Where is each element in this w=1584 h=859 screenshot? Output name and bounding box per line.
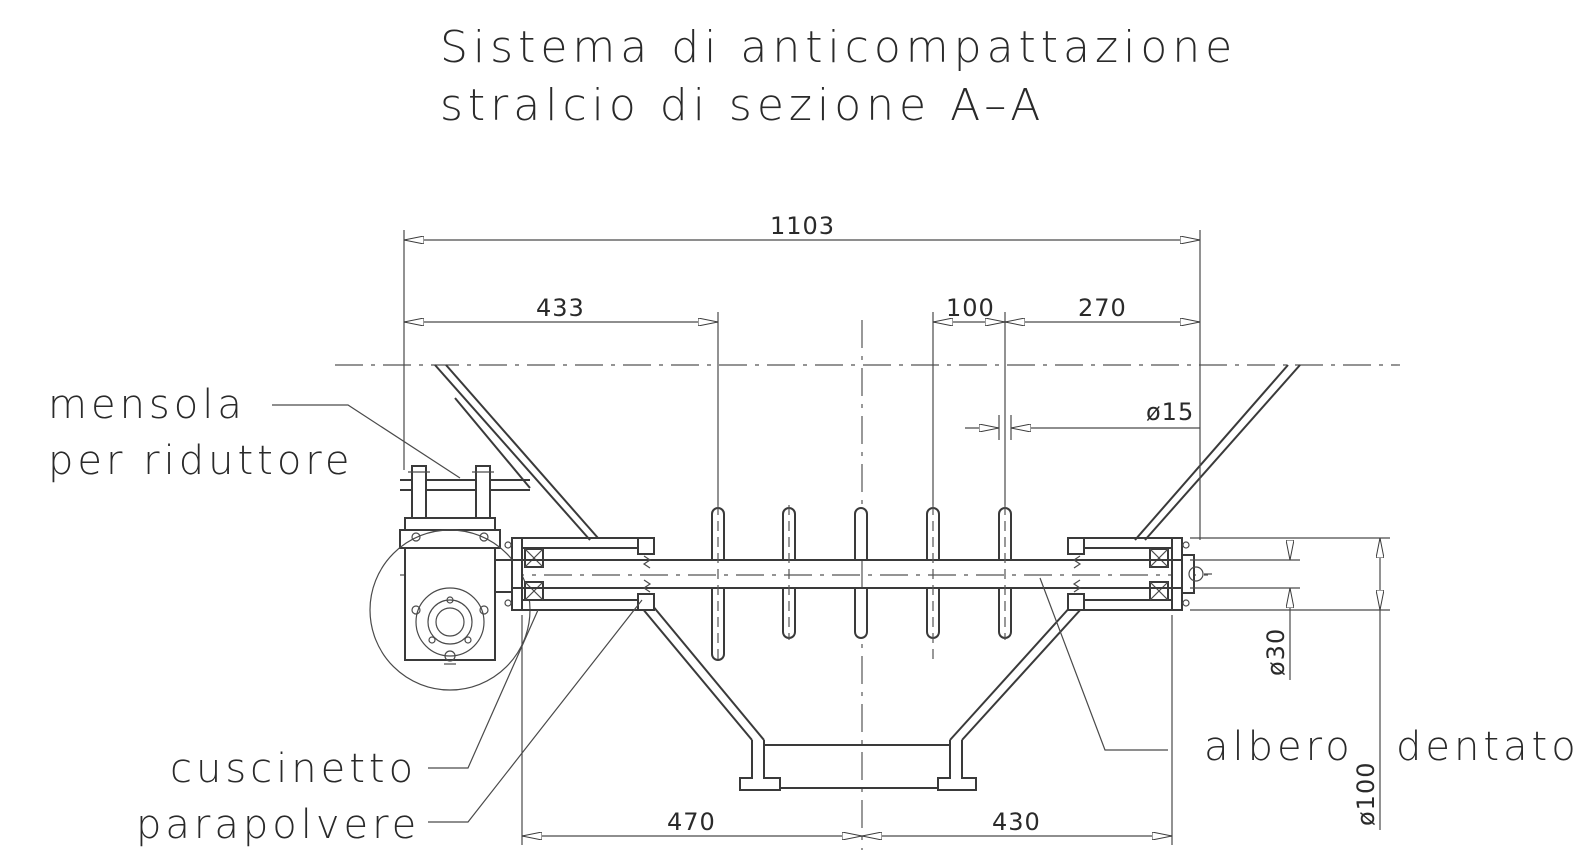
center-lines <box>335 320 1400 850</box>
drawing-title-line1: Sistema di anticompattazione <box>440 22 1237 73</box>
label-cuscinetto: cuscinetto <box>170 746 417 792</box>
dim-overall-length: 1103 <box>770 212 835 240</box>
gearbox-bracket <box>400 397 531 519</box>
dim-right-offset: 270 <box>1078 294 1127 322</box>
label-albero: albero <box>1204 724 1354 770</box>
dim-shaft-diameter: ø30 <box>1262 628 1290 676</box>
dim-bottom-left: 470 <box>667 808 716 836</box>
drawing-title-line2: stralcio di sezione A–A <box>440 80 1045 131</box>
hopper-body <box>434 364 1301 791</box>
left-bearing-housing <box>504 537 655 611</box>
dim-pin-spacing: 100 <box>946 294 995 322</box>
right-bearing-housing <box>1067 537 1212 611</box>
label-mensola: mensola <box>48 382 246 428</box>
gearbox <box>369 517 531 691</box>
label-per-riduttore: per riduttore <box>48 438 353 484</box>
label-parapolvere: parapolvere <box>136 802 420 848</box>
dim-left-offset: 433 <box>536 294 585 322</box>
dimensions: 1103 433 100 270 ø15 470 430 ø30 ø100 <box>403 212 1390 845</box>
shaft-pins <box>711 505 1012 661</box>
leader-lines <box>272 404 1168 823</box>
toothed-shaft <box>513 555 1182 593</box>
dim-bottom-right: 430 <box>992 808 1041 836</box>
dim-pin-diameter: ø15 <box>1146 398 1194 426</box>
dim-housing-diameter: ø100 <box>1352 762 1380 827</box>
label-dentato: dentato <box>1396 724 1580 770</box>
